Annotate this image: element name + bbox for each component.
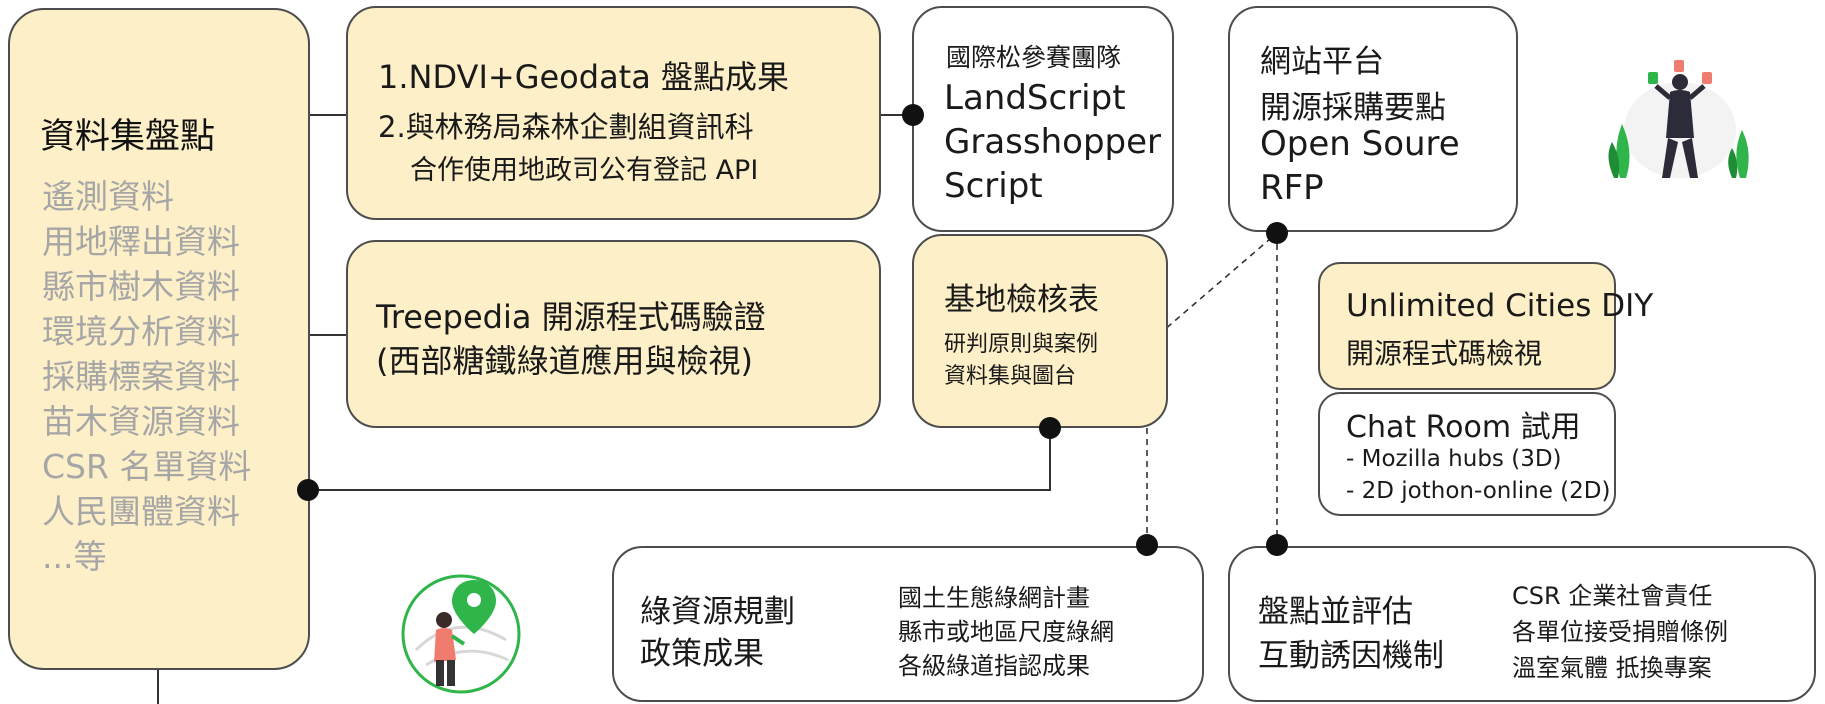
eval-title1: 盤點並評估	[1258, 594, 1413, 630]
ndvi-box: 1.NDVI+Geodata 盤點成果 2.與林務局森林企劃組資訊科 合作使用地…	[346, 6, 881, 220]
green-planning-box: 綠資源規劃 政策成果 國土生態綠網計畫 縣市或地區尺度綠網 各級綠道指認成果	[612, 546, 1204, 702]
dataset-box: 資料集盤點 遙測資料 用地釋出資料 縣市樹木資料 環境分析資料 採購標案資料 苗…	[8, 8, 310, 670]
eval-item: 溫室氣體 抵換專案	[1512, 654, 1712, 682]
green-item: 國土生態綠網計畫	[898, 584, 1090, 612]
unlimited-line2: 開源程式碼檢視	[1346, 337, 1543, 370]
green-title1: 綠資源規劃	[640, 594, 795, 630]
green-item: 各級綠道指認成果	[898, 652, 1090, 680]
unlimited-line1: Unlimited Cities DIY	[1346, 288, 1654, 324]
dataset-item: 苗木資源資料	[42, 402, 240, 441]
hackathon-box: 國際松參賽團隊 LandScript Grasshopper Script	[912, 6, 1174, 232]
dataset-item: ...等	[42, 537, 107, 576]
dataset-item: 用地釋出資料	[42, 222, 240, 261]
chatroom-box: Chat Room 試用 - Mozilla hubs (3D) - 2D jo…	[1318, 392, 1616, 516]
website-line1: 網站平台	[1260, 44, 1384, 80]
connector-dataset-checklist	[308, 428, 1051, 491]
location-pin-person-illustration	[401, 574, 521, 694]
dataset-title: 資料集盤點	[40, 117, 216, 157]
dataset-item: 縣市樹木資料	[42, 267, 240, 306]
treepedia-line2: (西部糖鐵綠道應用與檢視)	[376, 342, 753, 380]
dataset-item-list: 遙測資料 用地釋出資料 縣市樹木資料 環境分析資料 採購標案資料 苗木資源資料 …	[42, 174, 251, 579]
hackathon-line2: LandScript	[944, 78, 1126, 118]
dataset-item: 環境分析資料	[42, 312, 240, 351]
checklist-title: 基地檢核表	[944, 282, 1099, 318]
connector-dot	[902, 104, 924, 126]
connector-dot	[297, 479, 319, 501]
website-box: 網站平台 開源採購要點 Open Soure RFP	[1228, 6, 1518, 232]
dataset-item: CSR 名單資料	[42, 447, 252, 486]
connector-dot	[1266, 222, 1288, 244]
treepedia-box: Treepedia 開源程式碼驗證 (西部糖鐵綠道應用與檢視)	[346, 240, 881, 428]
ndvi-line3: 合作使用地政司公有登記 API	[410, 155, 759, 186]
green-title2: 政策成果	[640, 636, 764, 672]
hackathon-line3: Grasshopper	[944, 122, 1161, 162]
dataset-item: 採購標案資料	[42, 357, 240, 396]
checklist-box: 基地檢核表 研判原則與案例 資料集與圖台	[912, 234, 1168, 428]
dataset-item: 人民團體資料	[42, 492, 240, 531]
website-line2: 開源採購要點	[1260, 90, 1446, 126]
connector-dot	[1136, 534, 1158, 556]
eval-item: CSR 企業社會責任	[1512, 582, 1713, 610]
chatroom-line1: - Mozilla hubs (3D)	[1346, 446, 1562, 472]
green-item: 縣市或地區尺度綠網	[898, 618, 1114, 646]
connector-dot	[1039, 417, 1061, 439]
eval-item: 各單位接受捐贈條例	[1512, 618, 1728, 646]
dataset-item: 遙測資料	[42, 177, 174, 216]
unlimited-cities-box: Unlimited Cities DIY 開源程式碼檢視	[1318, 262, 1653, 390]
chatroom-line2: - 2D jothon-online (2D)	[1346, 478, 1611, 504]
website-line4: RFP	[1260, 168, 1324, 208]
checklist-line2: 資料集與圖台	[944, 364, 1077, 389]
incentive-eval-box: 盤點並評估 互動誘因機制 CSR 企業社會責任 各單位接受捐贈條例 溫室氣體 抵…	[1228, 546, 1816, 702]
checklist-line1: 研判原則與案例	[944, 332, 1099, 357]
eval-title2: 互動誘因機制	[1258, 638, 1444, 674]
connector-dot	[1266, 534, 1288, 556]
person-plants-illustration	[1608, 60, 1749, 178]
ndvi-line1: 1.NDVI+Geodata 盤點成果	[378, 58, 790, 96]
treepedia-line1: Treepedia 開源程式碼驗證	[376, 298, 766, 336]
hackathon-line1: 國際松參賽團隊	[946, 43, 1122, 72]
website-line3: Open Soure	[1260, 124, 1460, 164]
hackathon-line4: Script	[944, 166, 1043, 206]
chatroom-title: Chat Room 試用	[1346, 410, 1581, 445]
ndvi-line2: 2.與林務局森林企劃組資訊科	[378, 110, 754, 144]
